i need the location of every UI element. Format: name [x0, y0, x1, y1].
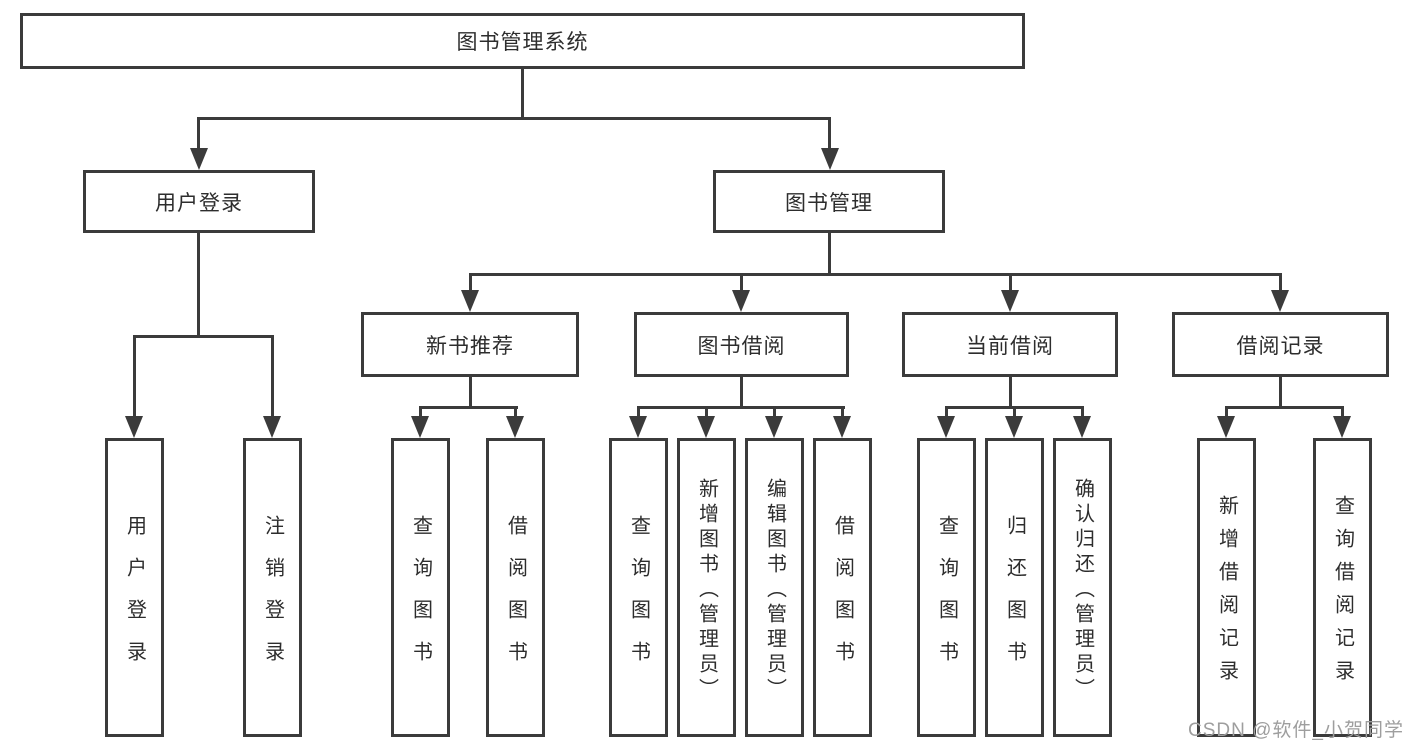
node-label: 图书管理	[785, 191, 873, 215]
arrow-down-icon	[1333, 416, 1351, 438]
connector-drop-book-management	[828, 117, 831, 149]
node-label: 用户登录	[155, 191, 243, 215]
arrow-down-icon	[1073, 416, 1091, 438]
leaf-label: 归还图书	[1003, 514, 1026, 683]
leaf-label: 新增图书（管理员）	[695, 477, 718, 703]
leaf-label: 编辑图书（管理员）	[763, 477, 786, 703]
node-label: 图书借阅	[697, 334, 786, 358]
node-label: 图书管理系统	[456, 31, 589, 54]
leaf-label: 查询图书	[409, 514, 432, 683]
leaf-label: 借阅图书	[504, 514, 527, 683]
arrow-down-icon	[833, 416, 851, 438]
connector-drop-query-book-1	[419, 406, 422, 418]
connector-drop-return-book	[1013, 406, 1016, 418]
arrow-down-icon	[1217, 416, 1235, 438]
arrow-down-icon	[765, 416, 783, 438]
connector-drop-borrow-book-1	[514, 406, 517, 418]
node-borrow-record: 借阅记录	[1172, 312, 1389, 377]
arrow-down-icon	[125, 416, 143, 438]
leaf-label: 新增借阅记录	[1215, 495, 1238, 693]
connector-drop-leaf-logout	[271, 335, 274, 417]
node-book-management: 图书管理	[713, 170, 945, 233]
connector-drop-query-record	[1341, 406, 1344, 418]
csdn-watermark: CSDN @软件_小贺同学	[1188, 720, 1404, 741]
connector-drop-book-borrow	[740, 273, 743, 292]
node-new-book-recommend: 新书推荐	[361, 312, 579, 377]
leaf-add-borrow-record: 新增借阅记录	[1197, 438, 1256, 737]
leaf-user-login: 用户登录	[105, 438, 164, 737]
leaf-query-borrow-record: 查询借阅记录	[1313, 438, 1372, 737]
arrow-down-icon	[1005, 416, 1023, 438]
leaf-label: 查询借阅记录	[1331, 495, 1354, 693]
arrow-down-icon	[937, 416, 955, 438]
leaf-query-book-recommend: 查询图书	[391, 438, 450, 737]
leaf-borrow-book-recommend: 借阅图书	[486, 438, 545, 737]
leaf-query-book-current: 查询图书	[917, 438, 976, 737]
connector-drop-user-login	[197, 117, 200, 149]
connector-book-borrow-rail	[637, 406, 845, 409]
arrow-down-icon	[1271, 290, 1289, 312]
leaf-confirm-return-admin: 确认归还（管理员）	[1053, 438, 1112, 737]
connector-new-book-rail	[419, 406, 518, 409]
connector-drop-new-book-recommend	[469, 273, 472, 292]
arrow-down-icon	[1001, 290, 1019, 312]
arrow-down-icon	[461, 290, 479, 312]
connector-book-management-stem	[828, 231, 831, 276]
node-book-borrow: 图书借阅	[634, 312, 849, 377]
arrow-down-icon	[732, 290, 750, 312]
node-label: 当前借阅	[966, 334, 1054, 358]
connector-level2-rail	[197, 117, 831, 120]
connector-user-login-rail	[133, 335, 274, 338]
leaf-borrow-book: 借阅图书	[813, 438, 872, 737]
leaf-label: 查询图书	[627, 514, 650, 683]
leaf-label: 查询图书	[935, 514, 958, 683]
connector-drop-borrow-book-2	[841, 406, 844, 418]
connector-current-borrow-stem	[1009, 375, 1012, 408]
connector-drop-query-book-3	[945, 406, 948, 418]
connector-drop-current-borrow	[1009, 273, 1012, 292]
arrow-down-icon	[263, 416, 281, 438]
connector-drop-edit-book	[773, 406, 776, 418]
connector-book-borrow-stem	[740, 375, 743, 408]
arrow-down-icon	[697, 416, 715, 438]
arrow-down-icon	[190, 148, 208, 170]
connector-level3-rail	[469, 273, 1282, 276]
connector-new-book-stem	[469, 375, 472, 408]
arrow-down-icon	[506, 416, 524, 438]
leaf-label: 用户登录	[123, 514, 146, 683]
node-label: 借阅记录	[1236, 334, 1325, 358]
connector-drop-borrow-record	[1279, 273, 1282, 292]
node-root-library-system: 图书管理系统	[20, 13, 1025, 69]
connector-drop-confirm-return	[1081, 406, 1084, 418]
arrow-down-icon	[411, 416, 429, 438]
connector-drop-query-book-2	[637, 406, 640, 418]
connector-user-login-stem	[197, 231, 200, 338]
arrow-down-icon	[821, 148, 839, 170]
leaf-label: 确认归还（管理员）	[1071, 477, 1094, 703]
connector-drop-leaf-user-login	[133, 335, 136, 417]
node-user-login: 用户登录	[83, 170, 315, 233]
leaf-label: 借阅图书	[831, 514, 854, 683]
leaf-return-book: 归还图书	[985, 438, 1044, 737]
connector-drop-add-book	[705, 406, 708, 418]
connector-borrow-record-rail	[1225, 406, 1344, 409]
node-label: 新书推荐	[426, 334, 514, 358]
leaf-label: 注销登录	[261, 514, 284, 683]
leaf-add-book-admin: 新增图书（管理员）	[677, 438, 736, 737]
leaf-logout: 注销登录	[243, 438, 302, 737]
connector-borrow-record-stem	[1279, 375, 1282, 408]
connector-drop-add-record	[1225, 406, 1228, 418]
leaf-query-book-borrow: 查询图书	[609, 438, 668, 737]
node-current-borrow: 当前借阅	[902, 312, 1118, 377]
connector-root-stem	[521, 66, 524, 120]
leaf-edit-book-admin: 编辑图书（管理员）	[745, 438, 804, 737]
arrow-down-icon	[629, 416, 647, 438]
